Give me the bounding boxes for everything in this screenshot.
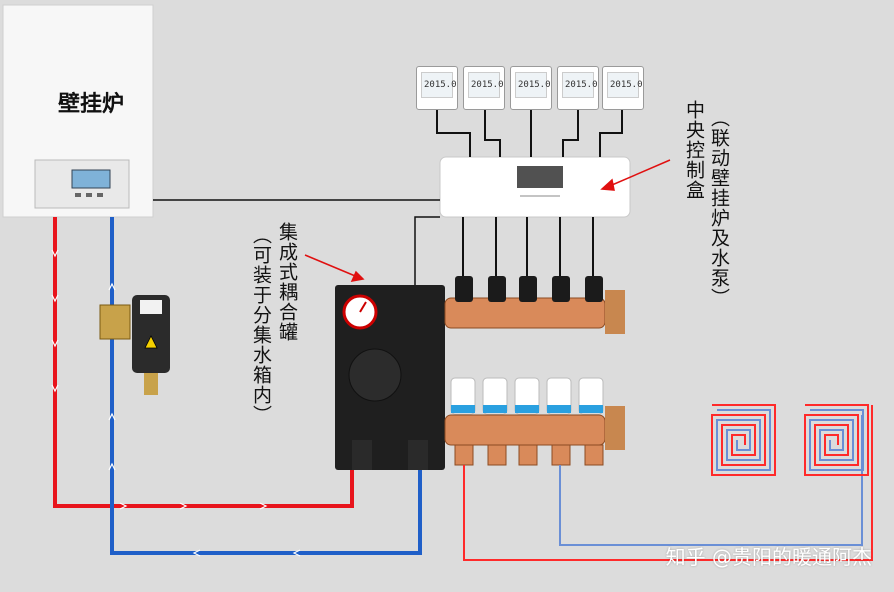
thermostat-set-temp: 20	[471, 80, 482, 90]
thermostat-room-temp: 15.0	[620, 80, 643, 90]
thermostat-set-temp: 20	[610, 80, 621, 90]
thermostat-set-temp: 20	[424, 80, 435, 90]
pump-signal-line	[414, 216, 440, 285]
pump-icon	[348, 348, 402, 402]
thermostat-room-temp: 15.0	[575, 80, 598, 90]
annotation-arrows	[304, 159, 671, 282]
thermostat-set-temp: 20	[518, 80, 529, 90]
coupler-tank	[335, 285, 445, 470]
wall-boiler	[2, 4, 154, 218]
actuator-wires	[462, 217, 594, 280]
boiler-label: 壁挂炉	[58, 92, 125, 117]
coupler-label: 集成式耦合罐	[276, 222, 298, 342]
manifold-return	[444, 406, 625, 450]
manifold-outlets	[454, 444, 604, 466]
thermostat-room-temp: 15.0	[481, 80, 504, 90]
actuator-icon	[450, 276, 604, 415]
floor-heating-pipes	[463, 405, 873, 561]
watermark: 知乎 @贵阳的暖通阿杰	[665, 545, 872, 569]
flow-arrows	[51, 249, 301, 557]
controller-label-note: （联动壁挂炉及水泵）	[708, 108, 730, 308]
floor-coil-1	[711, 404, 776, 476]
thermostat-set-temp: 20	[565, 80, 576, 90]
filter-icon	[99, 295, 170, 395]
boiler-pipes	[53, 217, 422, 555]
thermostat-wires	[436, 110, 623, 157]
thermostat-room-temp: 15.0	[528, 80, 551, 90]
thermostat-room-temp: 15.0	[434, 80, 457, 90]
boiler-display-icon	[71, 169, 111, 189]
coupler-label-note: （可装于分集水箱内）	[250, 225, 272, 425]
floor-coil-2	[804, 404, 869, 476]
controller-label: 中央控制盒	[683, 100, 705, 200]
central-control-box	[439, 156, 631, 218]
